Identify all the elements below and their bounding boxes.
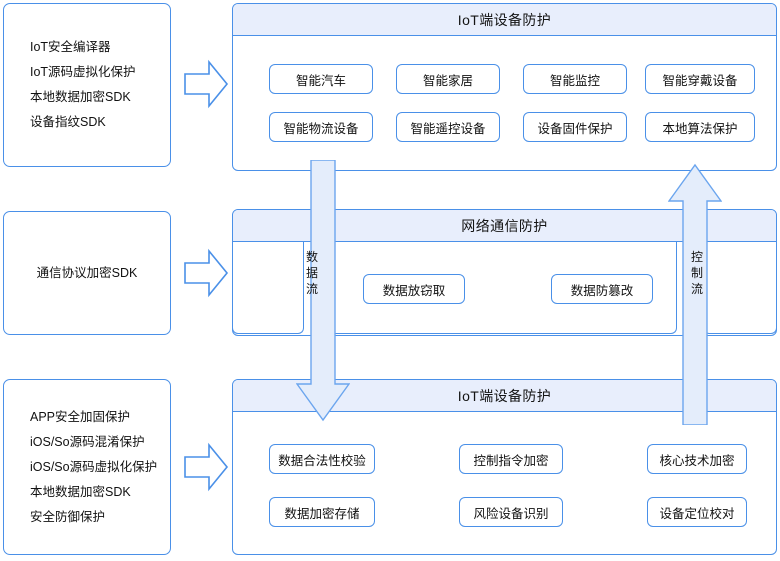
chip-smart-monitor[interactable]: 智能监控 [523,64,627,94]
chip-data-anti-theft[interactable]: 数据放窃取 [363,274,465,304]
right-arrow-icon-top [183,58,229,110]
iot-device-capabilities-box: IoT安全编译器 IoT源码虚拟化保护 本地数据加密SDK 设备指纹SDK [3,3,171,167]
data-flow-arrow [295,159,351,425]
capability-line: 设备指纹SDK [30,115,106,129]
chip-data-encrypted-storage[interactable]: 数据加密存储 [269,497,375,527]
control-flow-label-char: 控制流 [690,250,703,296]
control-flow-arrow [667,160,723,426]
app-capabilities-box: APP安全加固保护 iOS/So源码混淆保护 iOS/So源码虚拟化保护 本地数… [3,379,171,555]
capability-line: APP安全加固保护 [30,409,131,424]
chip-smart-home[interactable]: 智能家居 [396,64,500,94]
panel-body-iot-device-top: 智能汽车 智能家居 智能监控 智能穿戴设备 智能物流设备 智能遥控设备 设备固件… [233,36,776,170]
chip-device-location-verification[interactable]: 设备定位校对 [647,497,747,527]
capability-line: iOS/So源码虚拟化保护 [30,459,158,474]
chip-local-algorithm-protection[interactable]: 本地算法保护 [645,112,755,142]
capability-line: 本地数据加密SDK [30,90,131,104]
capability-line: 本地数据加密SDK [30,484,131,499]
right-arrow-icon-bottom [183,441,229,493]
chip-core-tech-encryption[interactable]: 核心技术加密 [647,444,747,474]
chip-control-command-encryption[interactable]: 控制指令加密 [459,444,563,474]
network-inner-frame [231,240,304,334]
control-flow-label: 控制流 [690,249,704,297]
capability-line: 安全防御保护 [30,509,106,524]
data-flow-label: 数据流 [305,249,319,297]
right-arrow-icon-middle [183,247,229,299]
chip-data-anti-tamper[interactable]: 数据防篡改 [551,274,653,304]
panel-body-iot-device-bottom: 数据合法性校验 控制指令加密 核心技术加密 数据加密存储 风险设备识别 设备定位… [233,412,776,554]
capability-line: iOS/So源码混淆保护 [30,434,145,449]
chip-smart-wearable[interactable]: 智能穿戴设备 [645,64,755,94]
chip-smart-car[interactable]: 智能汽车 [269,64,373,94]
chip-device-firmware-protection[interactable]: 设备固件保护 [523,112,627,142]
chip-smart-remote-control[interactable]: 智能遥控设备 [396,112,500,142]
chip-risk-device-identification[interactable]: 风险设备识别 [459,497,563,527]
panel-iot-device-top: IoT端设备防护 智能汽车 智能家居 智能监控 智能穿戴设备 智能物流设备 智能… [232,3,777,171]
capability-line: 通信协议加密SDK [36,265,138,280]
data-flow-label-char: 数据流 [305,250,318,296]
chip-smart-logistics[interactable]: 智能物流设备 [269,112,373,142]
chip-data-validity-check[interactable]: 数据合法性校验 [269,444,375,474]
panel-title-iot-device-top: IoT端设备防护 [233,4,776,36]
network-capabilities-box: 通信协议加密SDK [3,211,171,335]
capability-line: IoT安全编译器 [30,40,111,54]
capability-line: IoT源码虚拟化保护 [30,65,136,79]
